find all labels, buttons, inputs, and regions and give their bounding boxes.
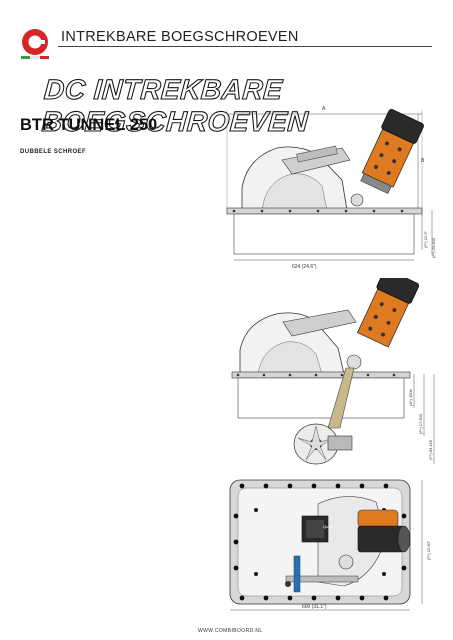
dim-label-v2: (F*) 17.900 xyxy=(418,413,423,434)
dim-label-b: B xyxy=(421,158,425,164)
brand-label: Quick xyxy=(323,524,333,529)
footer-url[interactable]: WWW.COMBIBOORD.NL xyxy=(198,628,263,634)
dim-label-height: (F*) 22.60" xyxy=(426,540,431,560)
header-divider xyxy=(58,46,432,47)
dim-label-v3: (F*) 83.199 xyxy=(428,439,433,460)
dim-label-v1: (A*) 450h xyxy=(408,389,413,406)
thruster-side-view-drawing: A B 624 (24.6") (F*) 22.6" (F*) 23.600 xyxy=(226,106,436,270)
section-title: INTREKBARE BOEGSCHROEVEN xyxy=(61,29,299,45)
product-title: BTR TUNNEL 250 xyxy=(20,116,158,134)
thruster-extended-view-drawing: (A*) 450h (F*) 17.900 (F*) 83.199 xyxy=(231,278,435,465)
product-subtitle: DUBBELE SCHROEF xyxy=(20,149,87,155)
dim-label-width: 600 (31.1") xyxy=(302,604,327,610)
dim-label-v2: (F*) 23.600 xyxy=(431,237,436,258)
thruster-top-view-drawing: Quick 600 (31.1") (F*) 22.60" xyxy=(229,479,431,611)
dim-label-a: A xyxy=(322,106,326,112)
dim-label-v1: (F*) 22.6" xyxy=(423,230,428,248)
dim-label-width: 624 (24.6") xyxy=(292,264,317,270)
brand-logo-icon xyxy=(21,29,49,59)
